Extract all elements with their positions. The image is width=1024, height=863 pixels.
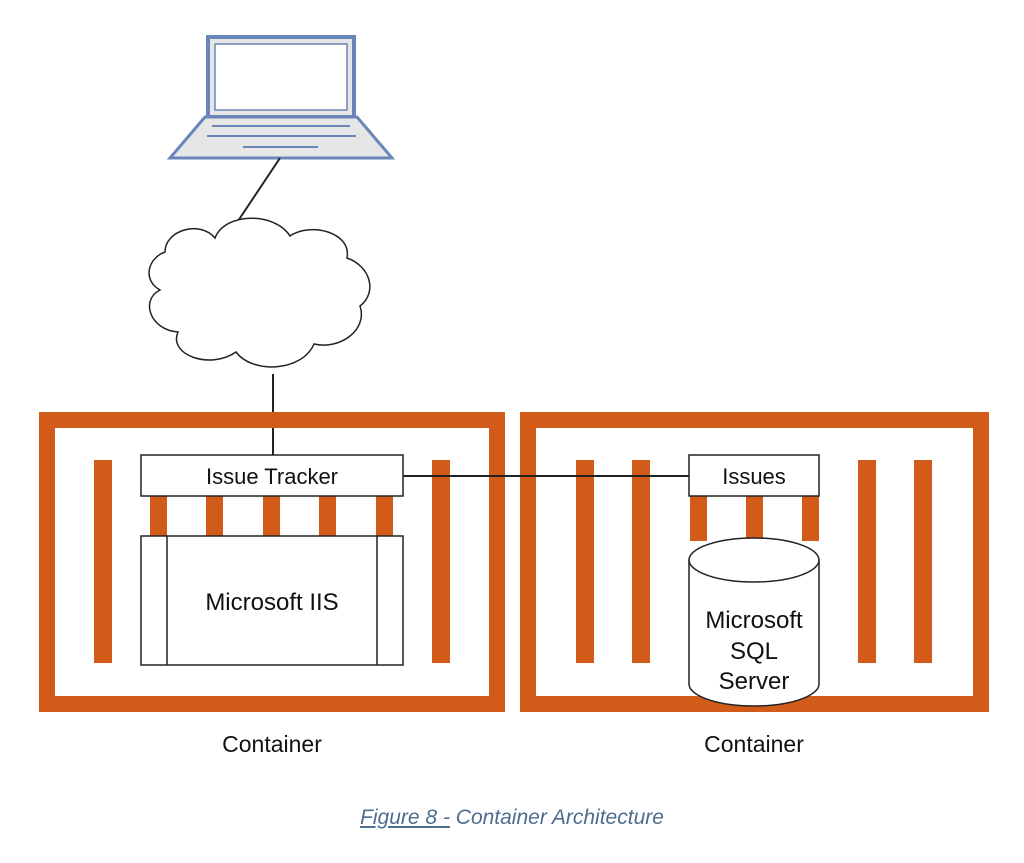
container-left-rail xyxy=(432,460,450,663)
container-left xyxy=(39,412,505,712)
container-left-strut xyxy=(150,496,167,536)
cloud-icon xyxy=(148,217,371,368)
container-architecture-diagram: Issue Tracker Microsoft IIS Issues Micro… xyxy=(39,35,989,757)
container-right-strut xyxy=(802,496,819,541)
container-left-strut xyxy=(319,496,336,536)
laptop-icon xyxy=(166,35,396,160)
issues-box xyxy=(688,454,820,497)
container-right-rail xyxy=(576,460,594,663)
iis-server-label: Microsoft IIS xyxy=(205,589,338,616)
container-right-label: Container xyxy=(704,731,804,757)
container-right-strut xyxy=(690,496,707,541)
issue-tracker-label: Issue Tracker xyxy=(206,464,338,489)
container-left-strut xyxy=(376,496,393,536)
database-cylinder-icon xyxy=(688,537,820,707)
container-left-rail xyxy=(94,460,112,663)
container-right-rail xyxy=(914,460,932,663)
caption-text: Container Architecture xyxy=(449,806,664,829)
caption-separator: - xyxy=(437,806,450,829)
container-right-rail xyxy=(858,460,876,663)
container-right-rail xyxy=(632,460,650,663)
sql-server-label-line-1: Microsoft xyxy=(705,607,803,634)
sql-server-label-line-2: SQL xyxy=(730,638,778,665)
iis-server-box xyxy=(140,535,404,666)
sql-server-label-line-3: Server xyxy=(719,668,790,695)
container-left-strut xyxy=(206,496,223,536)
container-right-strut xyxy=(746,496,763,541)
laptop-cloud-link xyxy=(235,157,281,225)
container-left-label: Container xyxy=(222,731,322,757)
issues-label: Issues xyxy=(722,464,786,489)
figure-reference-link[interactable]: Figure 8 xyxy=(360,806,438,829)
container-left-strut xyxy=(263,496,280,536)
figure-caption: Figure 8 - Container Architecture xyxy=(0,806,1024,830)
